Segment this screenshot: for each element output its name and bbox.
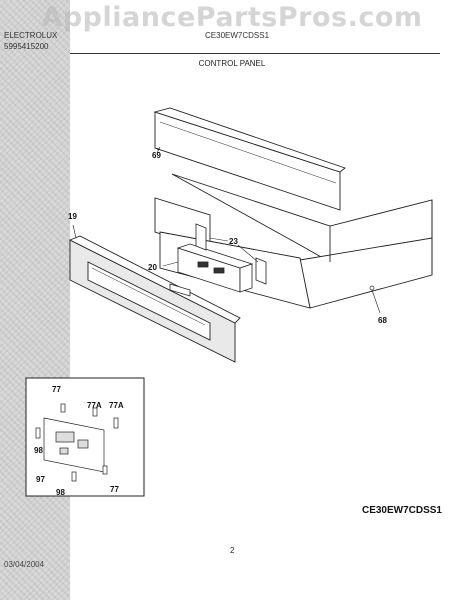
callout-69: 69 <box>152 151 161 160</box>
part-23-brackets <box>169 223 267 297</box>
callout-77A-right: 77A <box>109 401 124 410</box>
inset-board <box>43 417 105 473</box>
callout-97: 97 <box>36 475 45 484</box>
callout-19: 19 <box>68 212 77 221</box>
header-part-number: 5995415200 <box>4 42 49 51</box>
header-brand: ELECTROLUX <box>4 31 58 40</box>
callout-20: 20 <box>148 263 157 272</box>
callout-77A-left: 77A <box>87 401 102 410</box>
part-69-top-trim <box>153 107 346 211</box>
inset-screws <box>35 403 119 482</box>
model-number-footer: CE30EW7CDSS1 <box>361 505 442 516</box>
header-model: CE30EW7CDSS1 <box>205 31 270 40</box>
callout-77-top: 77 <box>52 385 61 394</box>
callout-77-bottom: 77 <box>110 485 119 494</box>
page-number: 2 <box>230 546 235 555</box>
callout-98-bottom: 98 <box>56 488 65 497</box>
watermark: AppliancePartsPros.com <box>41 2 423 33</box>
header-rule <box>70 53 440 54</box>
section-title: CONTROL PANEL <box>198 59 266 68</box>
callout-23: 23 <box>229 237 238 246</box>
part-20-control-board <box>176 243 254 293</box>
callout-68: 68 <box>378 316 387 325</box>
callout-98-left: 98 <box>34 446 43 455</box>
footer-date: 03/04/2004 <box>4 560 45 569</box>
sidebar-texture <box>0 0 70 600</box>
part-19-control-panel <box>68 235 241 363</box>
